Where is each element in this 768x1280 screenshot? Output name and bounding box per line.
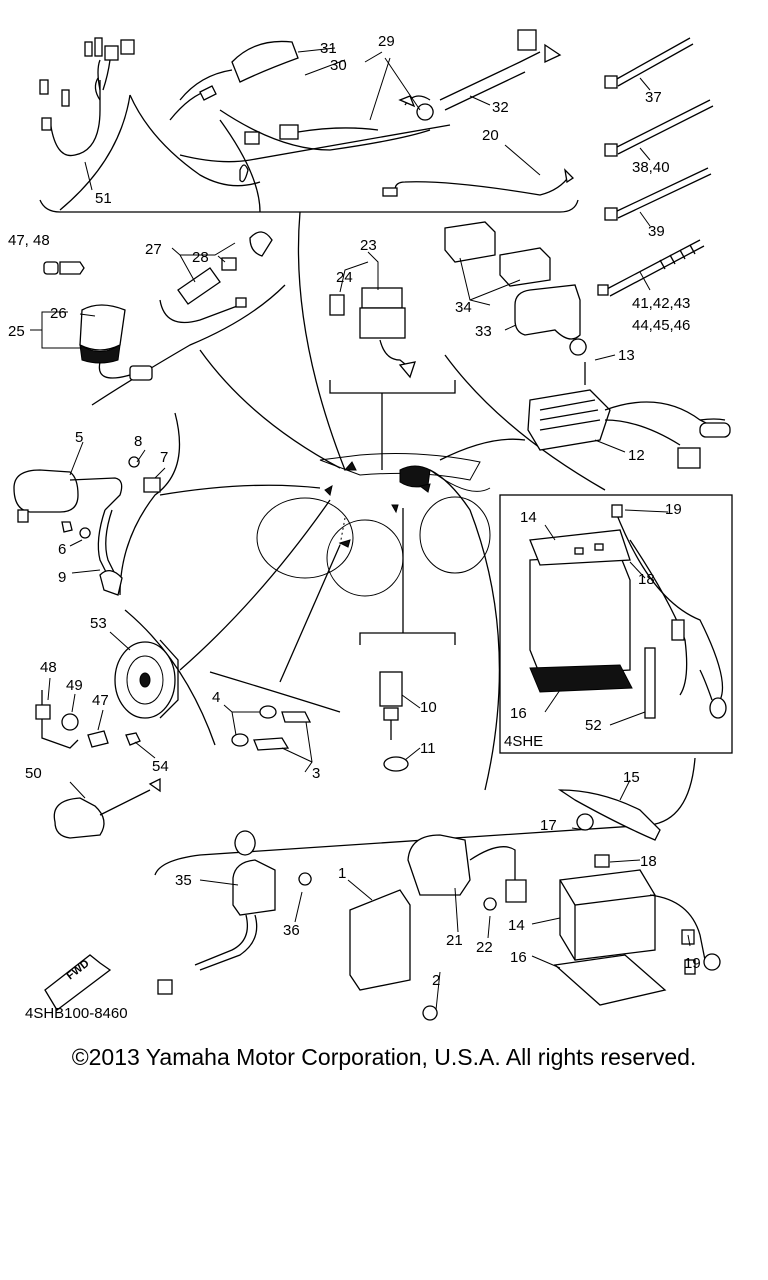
callout-30: 30 <box>330 57 347 74</box>
callout-8: 8 <box>134 433 142 450</box>
main-switch-group <box>43 231 273 381</box>
leader-lines <box>30 47 691 1011</box>
sensor-group <box>231 705 312 751</box>
callout-10: 10 <box>420 699 437 716</box>
callout-16: 16 <box>510 949 527 966</box>
wire-bands-group <box>597 37 714 297</box>
callout-12: 12 <box>628 447 645 464</box>
connector-covers-group <box>444 221 581 340</box>
callout-27: 27 <box>145 241 162 258</box>
callout-17: 17 <box>540 817 557 834</box>
callout-4: 4 <box>212 689 220 706</box>
electrical-parts-diagram: 31 30 29 32 20 51 37 38,40 39 41,42,43 4… <box>8 29 733 1022</box>
callout-48: 48 <box>40 659 57 676</box>
callout-14: 14 <box>508 917 525 934</box>
callout-47-48-key: 47, 48 <box>8 232 50 249</box>
bottom-parts-group <box>44 789 721 1021</box>
callout-41-43: 41,42,43 <box>632 295 690 312</box>
callout-1: 1 <box>338 865 346 882</box>
callout-22: 22 <box>476 939 493 956</box>
callout-18: 18 <box>640 853 657 870</box>
callout-54: 54 <box>152 758 169 775</box>
diagram-code: 4SHB100-8460 <box>25 1005 128 1022</box>
battery-inset-box <box>499 494 733 754</box>
box-label-4she: 4SHE <box>504 733 543 750</box>
copyright-notice: ©2013 Yamaha Motor Corporation, U.S.A. A… <box>71 1044 697 1070</box>
callout-25: 25 <box>8 323 25 340</box>
callout-23: 23 <box>360 237 377 254</box>
callout-9: 9 <box>58 569 66 586</box>
callout-32: 32 <box>492 99 509 116</box>
neutral-switch-group <box>35 690 161 839</box>
callout-18-inset: 18 <box>638 571 655 588</box>
fuse-group <box>329 287 416 379</box>
callout-11: 11 <box>420 740 436 757</box>
callout-6: 6 <box>58 541 66 558</box>
callout-47: 47 <box>92 692 109 709</box>
callout-51: 51 <box>95 190 112 207</box>
ignition-coil-group <box>13 456 161 596</box>
callout-33: 33 <box>475 323 492 340</box>
callout-50: 50 <box>25 765 42 782</box>
callout-20: 20 <box>482 127 499 144</box>
callout-31: 31 <box>320 40 337 57</box>
callout-35: 35 <box>175 872 192 889</box>
callout-14-inset: 14 <box>520 509 537 526</box>
callout-13: 13 <box>618 347 635 364</box>
callout-19: 19 <box>684 955 701 972</box>
callout-5: 5 <box>75 429 83 446</box>
callout-24: 24 <box>336 269 353 286</box>
callout-28: 28 <box>192 249 209 266</box>
callout-26: 26 <box>50 305 67 322</box>
thermo-unit-group <box>379 671 409 772</box>
callout-15: 15 <box>623 769 640 786</box>
callout-38-40: 38,40 <box>632 159 670 176</box>
callout-2: 2 <box>432 972 440 989</box>
callout-36: 36 <box>283 922 300 939</box>
atv-silhouette <box>256 453 491 597</box>
callout-21: 21 <box>446 932 463 949</box>
callout-53: 53 <box>90 615 107 632</box>
horn-group <box>114 639 179 719</box>
callout-37: 37 <box>645 89 662 106</box>
callout-44-46: 44,45,46 <box>632 317 690 334</box>
callout-29: 29 <box>378 33 395 50</box>
callout-7: 7 <box>160 449 168 466</box>
wire-harness-group <box>39 29 575 213</box>
callout-3: 3 <box>312 765 320 782</box>
rectifier-group <box>527 338 731 469</box>
callout-34: 34 <box>455 299 472 316</box>
callout-52: 52 <box>585 717 602 734</box>
callout-labels: 31 30 29 32 20 51 37 38,40 39 41,42,43 4… <box>8 33 701 1022</box>
callout-16-inset: 16 <box>510 705 527 722</box>
callout-49: 49 <box>66 677 83 694</box>
callout-39: 39 <box>648 223 665 240</box>
callout-19-inset: 19 <box>665 501 682 518</box>
